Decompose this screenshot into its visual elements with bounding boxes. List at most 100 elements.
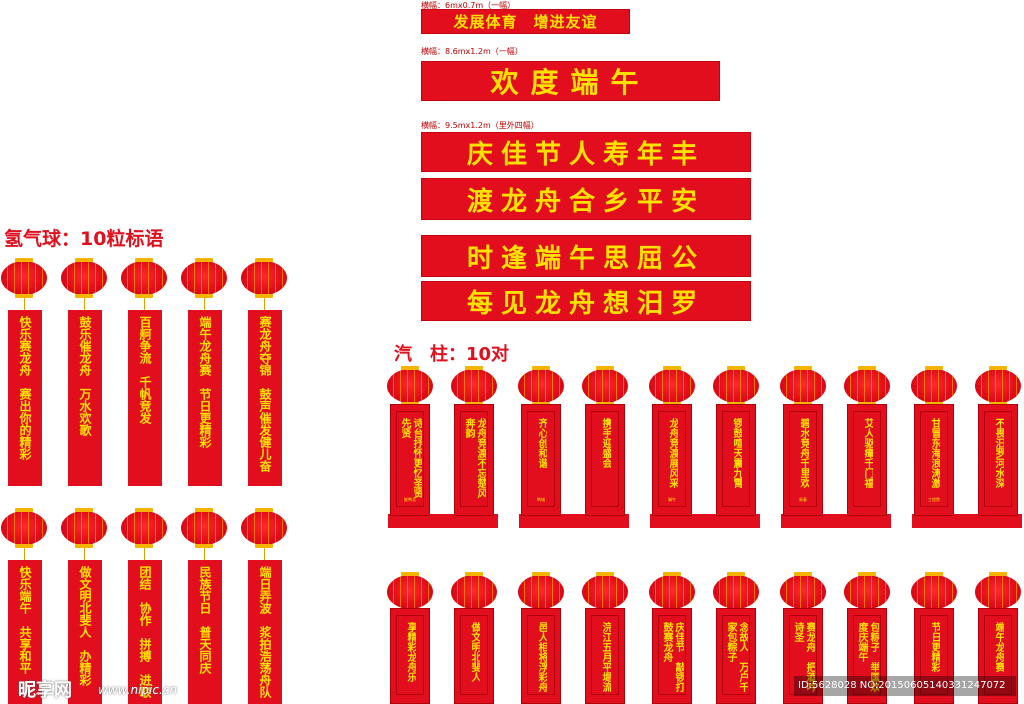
pillar-signature: 鸭城 — [537, 497, 545, 502]
pillar-lantern — [649, 366, 695, 406]
pillar-lantern — [844, 572, 890, 612]
pillar: 诗台抒怀更忆圣贤先贤能鸭北 — [390, 404, 430, 516]
pillar-lantern — [518, 366, 564, 406]
pillar-signature: 能鸭北 — [404, 497, 416, 502]
pillar-lantern — [844, 366, 890, 406]
balloon-banner-text: 团结 协作 拼搏 进取 — [138, 566, 152, 698]
balloon-banner-text: 做文明北斐人 办精彩 — [78, 566, 92, 686]
balloon-banner: 鼓乐催龙舟 万水欢歌 — [68, 310, 102, 486]
pillar-signature: 工程院 — [928, 497, 940, 502]
pillar-lantern — [713, 572, 759, 612]
balloon-string — [204, 298, 205, 310]
pillar: 庆佳节 敲锣打鼓赛龙舟 — [652, 608, 692, 704]
pillar: 做文明北斐人 — [454, 608, 494, 704]
pillar-lantern — [780, 572, 826, 612]
pillar: 龙舟竞渡展风采端午 — [652, 404, 692, 516]
pillar-base — [519, 514, 629, 528]
pillar-heading: 汽 柱：10对 — [394, 344, 510, 365]
banner-1-caption: 横幅：6mx0.7m（一幅） — [421, 1, 516, 10]
balloon-string — [264, 298, 265, 310]
balloon-lantern — [61, 508, 107, 548]
balloon-banner: 快乐端午 共享和平 — [8, 560, 42, 704]
balloon-string — [24, 298, 25, 310]
balloon-string — [144, 548, 145, 560]
balloon-heading: 氢气球：10粒标语 — [4, 228, 164, 250]
pillar-base — [388, 514, 498, 528]
pillar: 包粽子 举国欢度庆端午 — [847, 608, 887, 704]
pillar: 享精彩龙舟乐 — [390, 608, 430, 704]
banner-3-line-3: 时逢端午思屈公 — [421, 235, 751, 277]
pillar: 锣鼓喧天震九霄 — [716, 404, 756, 516]
balloon-string — [24, 548, 25, 560]
balloon-lantern — [241, 258, 287, 298]
pillar-lantern — [649, 572, 695, 612]
pillar: 艾人驱瘴千门福 — [847, 404, 887, 516]
balloon-string — [84, 298, 85, 310]
watermark-id: ID:5628028 NO:20150605140331247072 — [794, 676, 1016, 696]
balloon-banner: 做文明北斐人 办精彩 — [68, 560, 102, 704]
pillar-lantern — [713, 366, 759, 406]
balloon-banner-text: 快乐赛龙舟 赛出你的精彩 — [18, 316, 32, 460]
pillar-text: 做文明北斐人 — [469, 622, 480, 682]
pillar-lantern — [518, 572, 564, 612]
banner-1-text: 发展体育 增进友谊 — [453, 13, 598, 31]
pillar-text: 赛龙舟 把酒吟诗圣 — [792, 622, 815, 692]
balloon-lantern — [1, 258, 47, 298]
pillar-text: 念故人 万户千家包粽子 — [725, 622, 748, 692]
pillar-text: 龙舟竞渡不忘楚风奔韵 — [463, 418, 486, 498]
balloon-banner-text: 鼓乐催龙舟 万水欢歌 — [78, 316, 92, 436]
banner-2: 欢度端午 — [421, 61, 720, 101]
balloon-lantern — [1, 508, 47, 548]
pillar: 甘冒东海浪涛激工程院 — [914, 404, 954, 516]
balloon-banner-text: 快乐端午 共享和平 — [18, 566, 32, 674]
pillar-text: 艾人驱瘴千门福 — [862, 418, 873, 488]
balloon-banner: 民族节日 普天同庆 — [188, 560, 222, 704]
balloon-lantern — [241, 508, 287, 548]
pillar: 浣江五月平堤流 — [585, 608, 625, 704]
watermark-logo: 昵享网 — [18, 680, 72, 701]
pillar-lantern — [582, 572, 628, 612]
banner-3-line-1: 庆佳节人寿年丰 — [421, 132, 751, 172]
pillar-text: 庆佳节 敲锣打鼓赛龙舟 — [661, 622, 684, 692]
balloon-lantern — [61, 258, 107, 298]
pillar: 碧水竞舟千里欢新春 — [783, 404, 823, 516]
pillar-text: 甘冒东海浪涛激 — [929, 418, 940, 488]
pillar-text: 齐心创和谐 — [536, 418, 547, 468]
pillar: 念故人 万户千家包粽子 — [716, 608, 756, 704]
pillar-base — [781, 514, 891, 528]
pillar-lantern — [911, 572, 957, 612]
banner-1: 发展体育 增进友谊 — [421, 9, 630, 34]
pillar: 齐心创和谐鸭城 — [521, 404, 561, 516]
banner-2-caption: 横幅：8.6mx1.2m（一幅） — [421, 47, 523, 56]
balloon-lantern — [121, 258, 167, 298]
pillar-lantern — [451, 366, 497, 406]
pillar-signature: 端午 — [668, 497, 676, 502]
balloon-banner: 端日弄波 浆拍浩荡舟队 — [248, 560, 282, 704]
pillar-lantern — [451, 572, 497, 612]
pillar: 节日更精彩 — [914, 608, 954, 704]
pillar: 龙舟竞渡不忘楚风奔韵 — [454, 404, 494, 516]
pillar-signature: 新春 — [799, 497, 807, 502]
balloon-banner-text: 端日弄波 浆拍浩荡舟队 — [258, 566, 272, 698]
pillar: 赛龙舟 把酒吟诗圣 — [783, 608, 823, 704]
balloon-lantern — [181, 508, 227, 548]
pillar-text: 携手迎盛会 — [600, 418, 611, 468]
pillar-text: 节日更精彩 — [929, 622, 940, 672]
pillar: 端午龙舟赛 — [978, 608, 1018, 704]
pillar-text: 锣鼓喧天震九霄 — [731, 418, 742, 488]
pillar-text: 浣江五月平堤流 — [600, 622, 611, 692]
pillar-lantern — [582, 366, 628, 406]
balloon-banner: 端午龙舟赛 节日更精彩 — [188, 310, 222, 486]
balloon-banner: 快乐赛龙舟 赛出你的精彩 — [8, 310, 42, 486]
pillar-base — [650, 514, 760, 528]
balloon-string — [84, 548, 85, 560]
pillar: 不畏汨罗河水深 — [978, 404, 1018, 516]
banner-3-line-4: 每见龙舟想汨罗 — [421, 281, 751, 321]
balloon-banner: 团结 协作 拼搏 进取 — [128, 560, 162, 704]
pillar-lantern — [387, 572, 433, 612]
pillar: 携手迎盛会 — [585, 404, 625, 516]
banner-3-line-2: 渡龙舟合乡平安 — [421, 178, 751, 220]
pillar-text: 包粽子 举国欢度庆端午 — [856, 622, 879, 692]
pillar-lantern — [975, 572, 1021, 612]
watermark-url: www.nipic.cn — [98, 683, 177, 697]
